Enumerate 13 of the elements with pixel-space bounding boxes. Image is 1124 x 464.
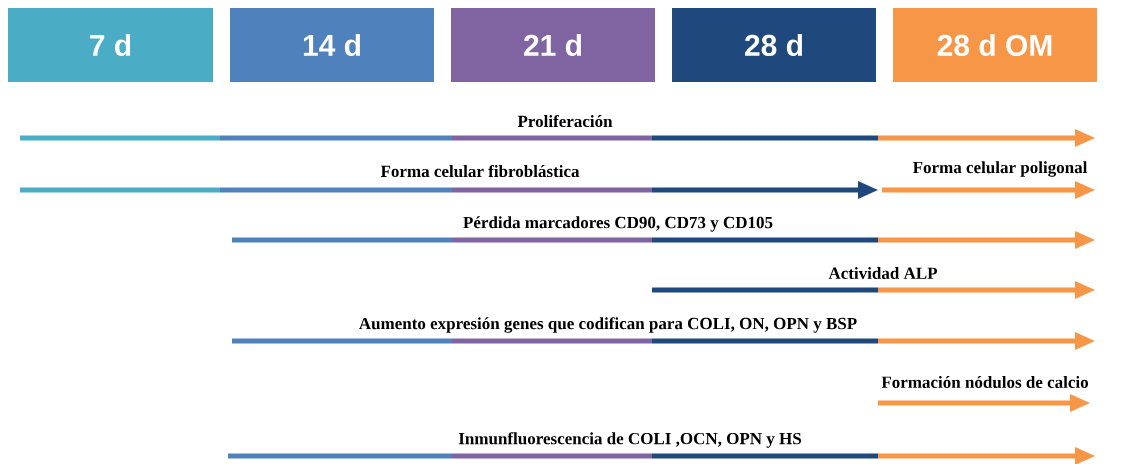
bar-label: Inmunfluorescencia de COLI ,OCN, OPN y HS bbox=[458, 432, 801, 448]
period-box: 7 d bbox=[8, 8, 213, 82]
bar-label: Proliferación bbox=[517, 114, 613, 128]
bar-label: Forma celular fibroblástica bbox=[380, 164, 580, 178]
period-box: 28 d OM bbox=[893, 8, 1097, 82]
bar-label: Forma celular poligonal bbox=[912, 161, 1088, 177]
bar-label: Formación nódulos de calcio bbox=[881, 376, 1089, 388]
period-box: 21 d bbox=[451, 8, 655, 82]
bar-label: Aumento expresión genes que codifican para COLI, ON, OPN y BSP bbox=[359, 317, 857, 333]
bar-label: Pérdida marcadores CD90, CD73 y CD105 bbox=[463, 216, 773, 232]
bar-label: Actividad ALP bbox=[828, 267, 938, 279]
period-box: 28 d bbox=[672, 8, 876, 82]
period-box: 14 d bbox=[230, 8, 434, 82]
